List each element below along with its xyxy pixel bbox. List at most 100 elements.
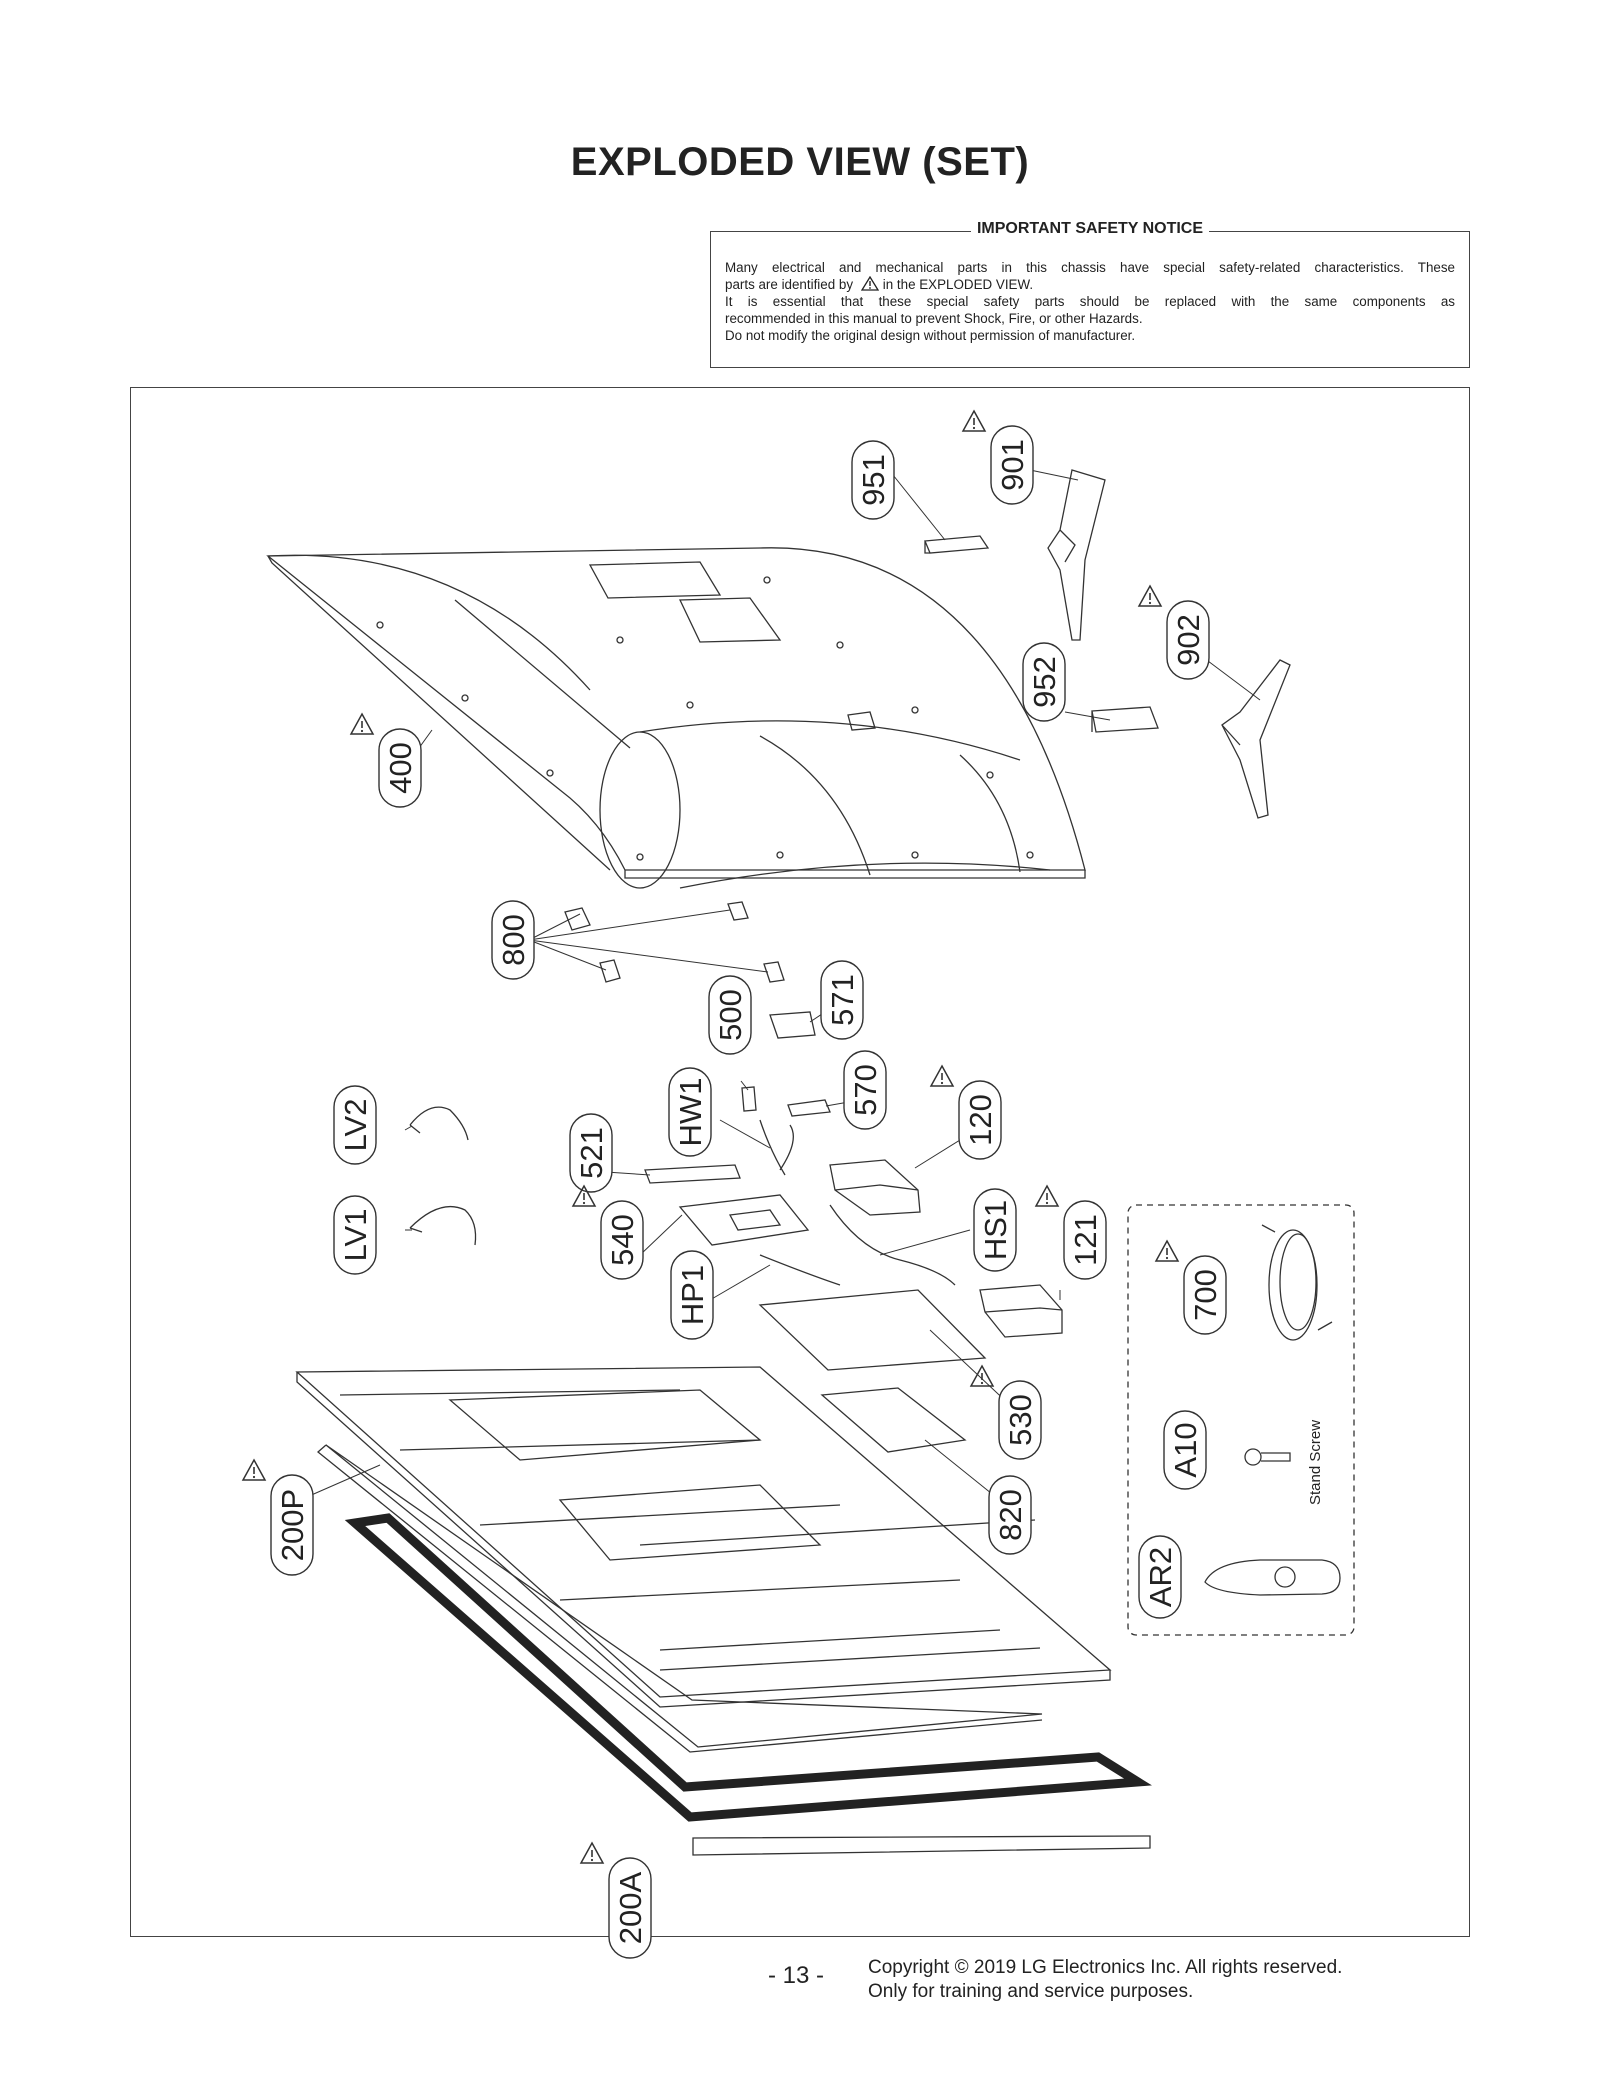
- safety-notice-heading: IMPORTANT SAFETY NOTICE: [970, 220, 1210, 237]
- part-label-700: 700: [1183, 1255, 1227, 1335]
- warning-icon: [1138, 585, 1162, 607]
- page-number: - 13 -: [768, 1962, 825, 1989]
- notice-line: It is essential that these special safet…: [725, 294, 1455, 309]
- part-label-400: 400: [378, 728, 422, 808]
- stand-screw-a10: [1244, 1448, 1291, 1466]
- part-label-570: 570: [843, 1050, 887, 1130]
- brackets-800: [564, 901, 785, 983]
- power-board-120: [829, 1159, 921, 1216]
- part-number-text: 952: [1027, 656, 1062, 708]
- shield-sheet-530: [758, 1289, 987, 1371]
- part-label-952: 952: [1022, 642, 1066, 722]
- cable-hp1: [759, 1254, 841, 1286]
- board-571: [769, 1011, 816, 1039]
- stand-bracket-951: [924, 535, 990, 554]
- board-500: [741, 1086, 757, 1112]
- warning-icon: [970, 1365, 994, 1387]
- part-number-text: AR2: [1143, 1547, 1178, 1607]
- part-label-a10: A10: [1163, 1410, 1207, 1490]
- part-number-text: 820: [993, 1489, 1028, 1541]
- part-label-hw1: HW1: [668, 1067, 712, 1157]
- part-number-text: 200P: [275, 1489, 310, 1561]
- notice-line: recommended in this manual to prevent Sh…: [725, 311, 1143, 326]
- part-number-text: 540: [605, 1214, 640, 1266]
- accessories-box: [1127, 1204, 1355, 1636]
- part-number-text: 521: [574, 1127, 609, 1179]
- safety-notice-text: Many electrical and mechanical parts in …: [725, 259, 1455, 344]
- notice-line: parts are identified by in the EXPLODED …: [725, 275, 1034, 292]
- back-cover-400: [266, 547, 1086, 889]
- part-number-text: 571: [825, 974, 860, 1026]
- part-label-540: 540: [600, 1200, 644, 1280]
- part-number-text: 570: [848, 1064, 883, 1116]
- power-cord-700: [1261, 1224, 1333, 1341]
- part-label-200a: 200A: [608, 1857, 652, 1959]
- warning-icon: [1035, 1185, 1059, 1207]
- part-label-200p: 200P: [270, 1474, 314, 1576]
- purpose-line: Only for training and service purposes.: [868, 1981, 1194, 2002]
- display-module: [295, 1366, 1112, 1708]
- part-label-902: 902: [1166, 600, 1210, 680]
- part-number-text: HP1: [675, 1265, 710, 1325]
- stand-leg-902: [1221, 659, 1291, 819]
- stand-leg-901: [1047, 469, 1106, 641]
- main-board-540: [678, 1194, 810, 1246]
- remote-ar2: [1204, 1559, 1341, 1596]
- frame-200A: [344, 1513, 1152, 1822]
- part-number-text: 400: [383, 742, 418, 794]
- warning-icon: [930, 1065, 954, 1087]
- part-label-120: 120: [958, 1080, 1002, 1160]
- warning-icon: [962, 410, 986, 432]
- part-number-text: HW1: [673, 1078, 708, 1147]
- cable-lv1: [409, 1206, 477, 1246]
- part-number-text: 800: [496, 914, 531, 966]
- part-label-530: 530: [998, 1380, 1042, 1460]
- warning-icon: [242, 1459, 266, 1481]
- part-label-hp1: HP1: [670, 1250, 714, 1340]
- part-label-571: 571: [820, 960, 864, 1040]
- part-label-121: 121: [1063, 1200, 1107, 1280]
- footer-copyright: Copyright © 2019 LG Electronics Inc. All…: [868, 1956, 1342, 2004]
- speaker-121: [979, 1284, 1063, 1338]
- part-number-text: 901: [995, 439, 1030, 491]
- part-number-text: 951: [856, 454, 891, 506]
- part-label-951: 951: [851, 440, 895, 520]
- part-label-800: 800: [491, 900, 535, 980]
- notice-line: Many electrical and mechanical parts in …: [725, 260, 1455, 275]
- part-number-text: 500: [713, 989, 748, 1041]
- part-number-text: 530: [1003, 1394, 1038, 1446]
- leader-lines: [299, 469, 1261, 1511]
- wire-hw1: [759, 1119, 794, 1176]
- part-label-hs1: HS1: [973, 1188, 1017, 1272]
- part-number-text: 120: [963, 1094, 998, 1146]
- part-number-text: 700: [1188, 1269, 1223, 1321]
- part-label-ar2: AR2: [1138, 1535, 1182, 1619]
- part-number-text: 121: [1068, 1214, 1103, 1266]
- cable-lv2: [409, 1106, 469, 1141]
- exploded-view-frame: [130, 387, 1470, 1937]
- part-number-text: HS1: [978, 1200, 1013, 1260]
- cable-hs1: [829, 1204, 956, 1286]
- part-label-lv1: LV1: [333, 1195, 377, 1275]
- part-number-text: 902: [1171, 614, 1206, 666]
- part-label-820: 820: [988, 1475, 1032, 1555]
- part-number-text: 200A: [613, 1871, 648, 1944]
- warning-icon: [860, 275, 879, 291]
- part-number-text: LV2: [338, 1099, 373, 1152]
- part-label-901: 901: [990, 425, 1034, 505]
- part-label-500: 500: [708, 975, 752, 1055]
- part-number-text: A10: [1168, 1422, 1203, 1477]
- stand-bracket-952: [1091, 706, 1159, 733]
- part-label-lv2: LV2: [333, 1085, 377, 1165]
- page-title: EXPLODED VIEW (SET): [570, 140, 1030, 184]
- warning-icon: [1155, 1240, 1179, 1262]
- stand-screw-caption: Stand Screw: [1307, 1420, 1324, 1505]
- safety-notice-box: IMPORTANT SAFETY NOTICE Many electrical …: [710, 220, 1470, 368]
- sheet-820: [820, 1387, 967, 1453]
- panel-200P: [316, 1444, 1043, 1753]
- part-number-text: LV1: [338, 1209, 373, 1262]
- copyright-line: Copyright © 2019 LG Electronics Inc. All…: [868, 1957, 1343, 1978]
- part-label-521: 521: [569, 1113, 613, 1193]
- notice-line: Do not modify the original design withou…: [725, 328, 1136, 343]
